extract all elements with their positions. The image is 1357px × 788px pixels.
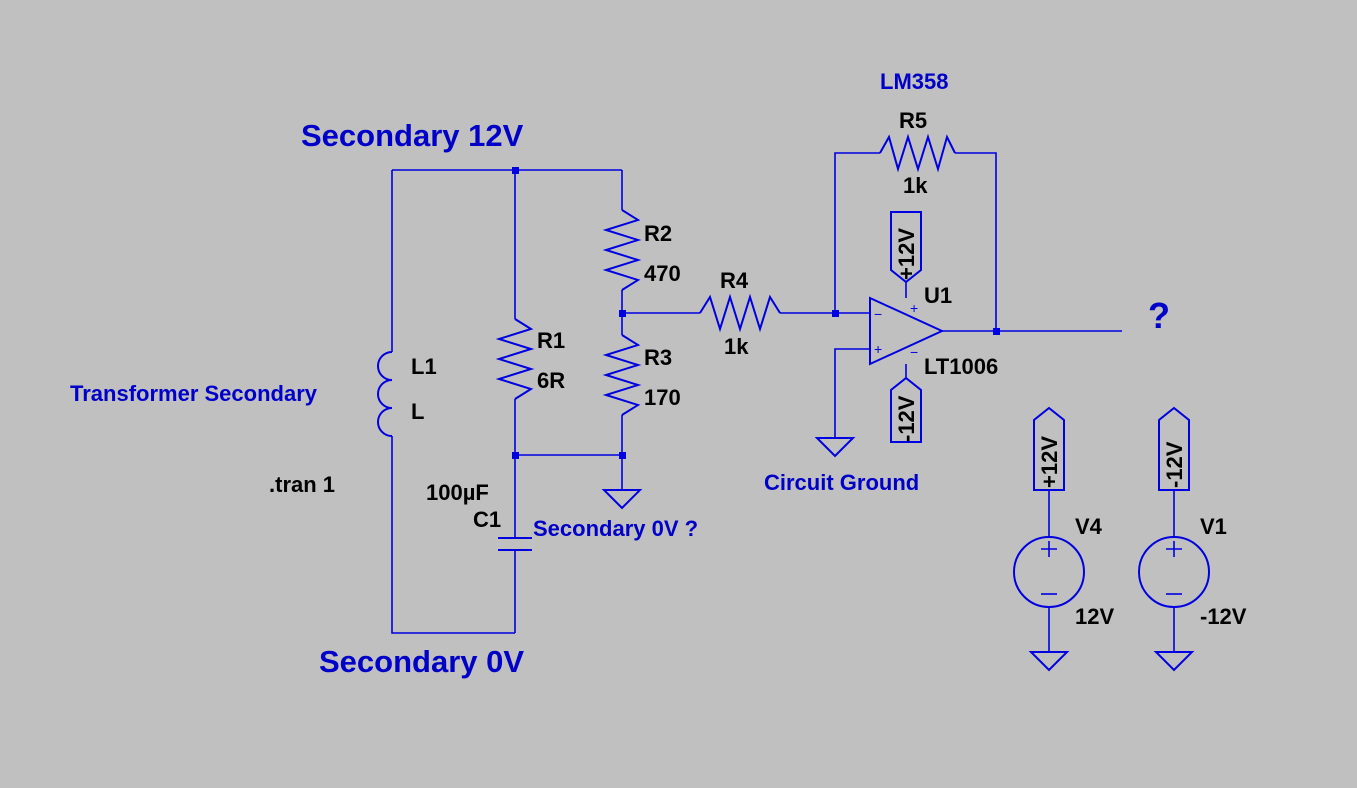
power-flag-u1-neg	[890, 376, 922, 443]
resistor-zigzag	[602, 209, 642, 291]
label-output-question: ?	[1148, 295, 1170, 336]
power-flags: +12V -12V +12V -12V	[890, 211, 1190, 491]
component-labels: L1 L R1 6R R2 470 R3 170 R4 1k R5 1k 100…	[269, 108, 1247, 629]
resistor-zigzag	[699, 293, 781, 333]
v4-value: 12V	[1075, 604, 1114, 629]
voltage-source-v1[interactable]	[1138, 536, 1210, 608]
junction-top-rail	[512, 167, 519, 174]
c1-value: 100µF	[426, 480, 489, 505]
opamp-u1[interactable]: − + + −	[869, 296, 945, 366]
power-flag-v4-label: +12V	[1037, 436, 1062, 488]
u1-value: LT1006	[924, 354, 998, 379]
c1-name: C1	[473, 507, 501, 532]
voltage-source-v4[interactable]	[1013, 536, 1085, 608]
u1-name: U1	[924, 283, 952, 308]
power-flag-u1-neg-label: -12V	[894, 395, 919, 442]
wire-l1-bottom	[391, 436, 515, 634]
wire-feedback-left	[834, 152, 880, 313]
r3-name: R3	[644, 345, 672, 370]
source-circle	[1013, 536, 1085, 608]
label-circuit-ground: Circuit Ground	[764, 470, 919, 495]
r2-value: 470	[644, 261, 681, 286]
v1-name: V1	[1200, 514, 1227, 539]
label-transformer-secondary: Transformer Secondary	[70, 381, 318, 406]
resistor-zigzag	[879, 133, 956, 173]
source-circle	[1138, 536, 1210, 608]
junction-bottom-right	[619, 452, 626, 459]
wire-feedback-right	[955, 152, 997, 331]
v4-name: V4	[1075, 514, 1103, 539]
l1-name: L1	[411, 354, 437, 379]
r1-name: R1	[537, 328, 565, 353]
junction-bottom-left	[512, 452, 519, 459]
power-flag-u1-pos-label: +12V	[894, 228, 919, 280]
label-secondary-0v: Secondary 0V	[319, 644, 524, 679]
opamp-triangle	[869, 296, 945, 366]
net-labels: Secondary 12V Secondary 0V Secondary 0V …	[70, 69, 1170, 679]
v1-value: -12V	[1200, 604, 1247, 629]
r3-value: 170	[644, 385, 681, 410]
opamp-noninv-sign: +	[874, 341, 882, 357]
opamp-vpos-sign: +	[910, 300, 918, 316]
ground-icon	[1028, 651, 1070, 672]
label-secondary-0v-question: Secondary 0V ?	[533, 516, 698, 541]
opamp-inv-sign: −	[874, 306, 882, 322]
inductor-coil	[377, 351, 393, 437]
resistor-r4[interactable]	[699, 293, 781, 333]
source-plus-sign	[1166, 541, 1182, 557]
r5-value: 1k	[903, 173, 928, 198]
r5-name: R5	[899, 108, 927, 133]
label-lm358: LM358	[880, 69, 948, 94]
resistor-r3[interactable]	[602, 334, 642, 416]
r4-value: 1k	[724, 334, 749, 359]
junction-output	[993, 328, 1000, 335]
ground-icon	[814, 437, 856, 458]
ground-icon	[1153, 651, 1195, 672]
l1-value: L	[411, 399, 424, 424]
wires	[391, 152, 1175, 652]
capacitor-c1[interactable]	[498, 537, 532, 551]
spice-directive: .tran 1	[269, 472, 335, 497]
r2-name: R2	[644, 221, 672, 246]
power-flag-v4	[1033, 406, 1065, 491]
ground-icon	[601, 489, 643, 510]
opamp-vneg-sign: −	[910, 344, 918, 360]
power-flag-v1	[1158, 406, 1190, 491]
inductor-l1[interactable]	[377, 351, 393, 437]
resistor-r5[interactable]	[879, 133, 956, 173]
r4-name: R4	[720, 268, 749, 293]
ground-symbols	[601, 437, 1195, 672]
power-flag-v1-label: -12V	[1162, 441, 1187, 488]
r1-value: 6R	[537, 368, 565, 393]
resistor-zigzag	[495, 318, 535, 400]
power-flag-u1-pos	[890, 211, 922, 284]
label-secondary-12v: Secondary 12V	[301, 118, 524, 153]
junctions	[512, 167, 1000, 459]
junction-inv-input	[832, 310, 839, 317]
resistor-r1[interactable]	[495, 318, 535, 400]
junction-r2-r3	[619, 310, 626, 317]
wire-noninv-ground	[834, 348, 870, 438]
resistor-zigzag	[602, 334, 642, 416]
source-plus-sign	[1041, 541, 1057, 557]
resistor-r2[interactable]	[602, 209, 642, 291]
